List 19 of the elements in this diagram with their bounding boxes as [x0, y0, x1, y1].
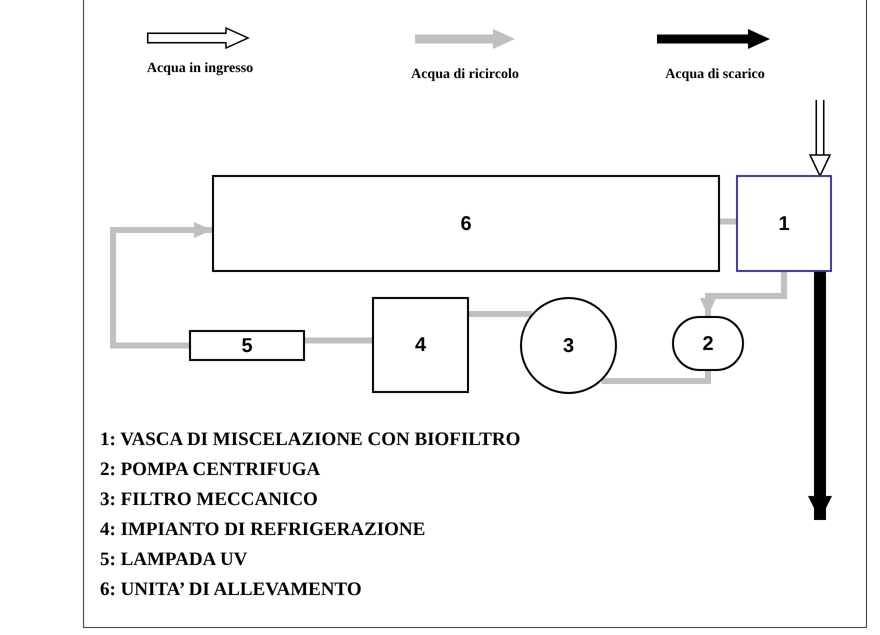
node-number: 3 [562, 334, 574, 358]
legend-key-text: 6: UNITA’ DI ALLEVAMENTO [100, 578, 363, 602]
legend-key-text: 2: POMPA CENTRIFUGA [100, 458, 322, 482]
legend-key-text: 5: LAMPADA UV [100, 548, 248, 572]
legend-label: Acqua in ingresso [146, 60, 254, 78]
legend-key-text: 4: IMPIANTO DI REFRIGERAZIONE [100, 518, 426, 542]
legend-label: Acqua di ricircolo [411, 66, 519, 84]
legend-key-text: 1: VASCA DI MISCELAZIONE CON BIOFILTRO [100, 428, 520, 452]
legend-key-text: 3: FILTRO MECCANICO [100, 488, 319, 512]
node-number: 4 [414, 333, 426, 358]
node-number: 5 [241, 334, 253, 358]
tank-box [212, 175, 720, 272]
legend-label: Acqua di scarico [665, 66, 765, 84]
mixing-tank-box [736, 175, 832, 272]
uv-lamp-box [189, 330, 305, 361]
node-number: 2 [702, 332, 714, 356]
node-number: 1 [778, 212, 790, 236]
node-number: 6 [460, 212, 472, 236]
chiller-box [372, 297, 469, 393]
